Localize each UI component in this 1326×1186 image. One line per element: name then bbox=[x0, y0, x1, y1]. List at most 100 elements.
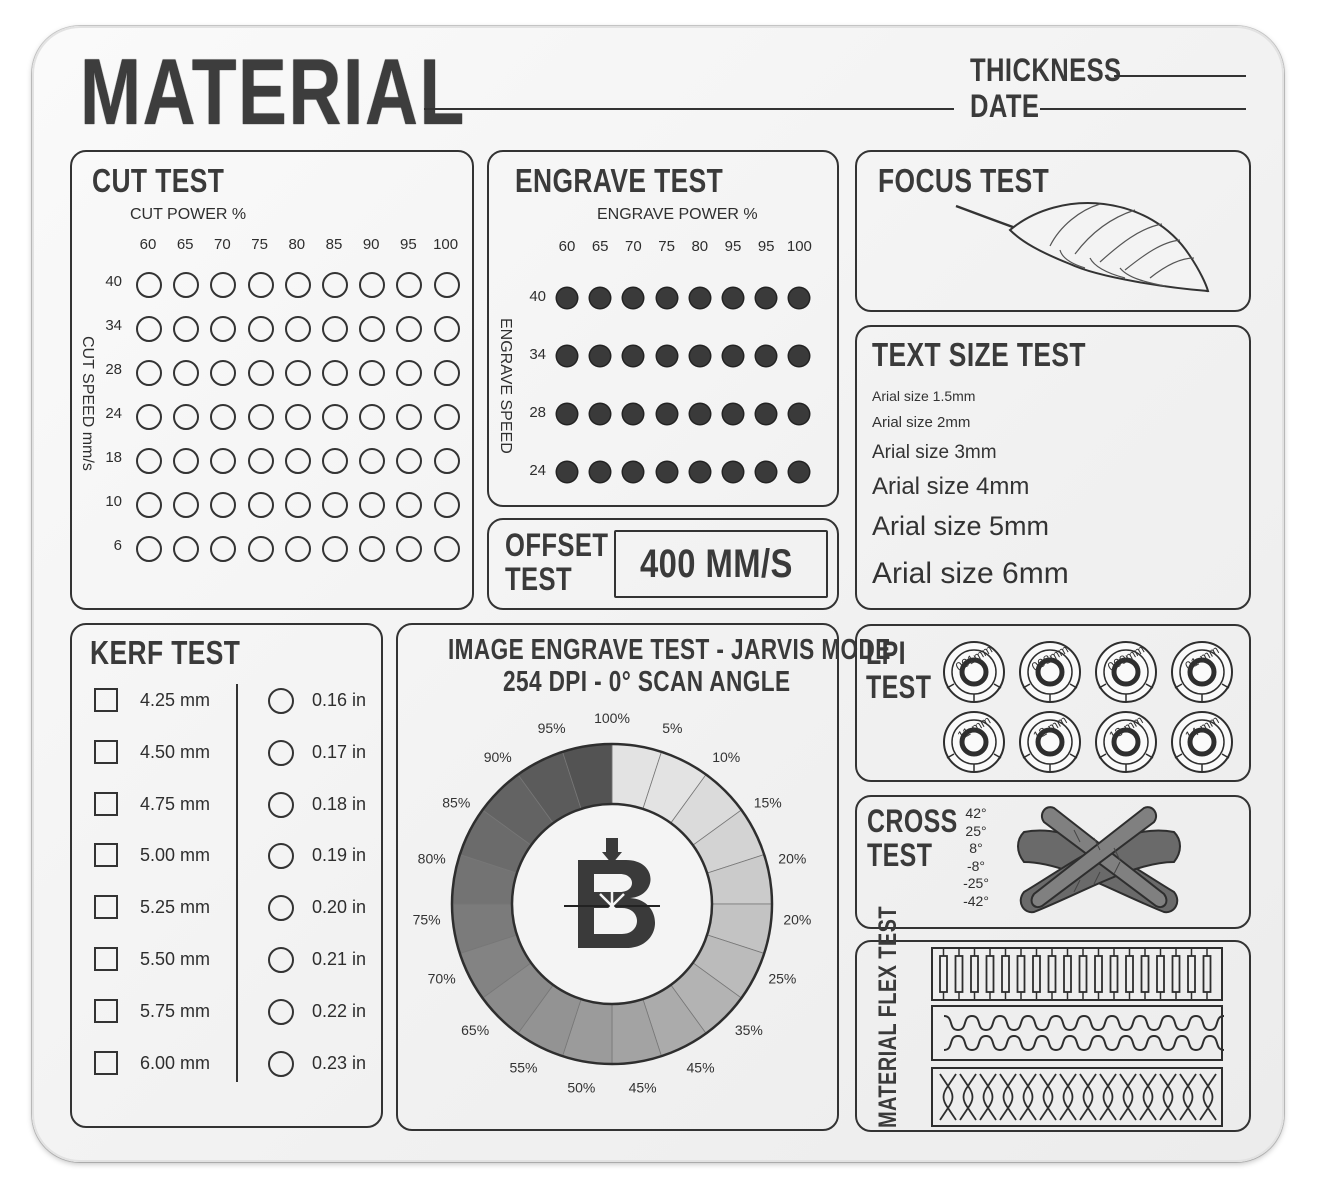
kerf-circle bbox=[268, 1050, 294, 1077]
engrave-test-dot bbox=[689, 404, 710, 424]
text-size-test-panel bbox=[855, 325, 1251, 610]
engrave-power-tick: 95 bbox=[757, 238, 775, 255]
engrave-test-dot bbox=[723, 404, 743, 424]
cut-speed-tick: 10 bbox=[105, 493, 122, 510]
kerf-divider bbox=[236, 684, 238, 1082]
engrave-test-dot bbox=[623, 346, 644, 366]
cut-test-circle bbox=[210, 272, 237, 298]
cross-angle-label: 42° bbox=[965, 805, 987, 821]
cut-test-circle bbox=[359, 272, 386, 298]
offset-test-title: OFFSET TEST bbox=[505, 528, 608, 596]
kerf-in-label: 0.17 in bbox=[312, 741, 367, 762]
engrave-speed-tick: 34 bbox=[529, 346, 546, 363]
cut-test-circle bbox=[247, 316, 274, 342]
cut-test-circle bbox=[359, 360, 386, 386]
cut-test-circle bbox=[433, 448, 460, 474]
ring-segment-label: 85% bbox=[442, 794, 470, 810]
flex-pattern bbox=[931, 947, 1223, 1001]
cut-power-tick: 85 bbox=[325, 236, 343, 253]
cut-test-circle bbox=[247, 404, 274, 430]
focus-test-panel bbox=[855, 150, 1251, 312]
engrave-power-tick: 100 bbox=[786, 238, 812, 255]
text-size-sample: Arial size 3mm bbox=[872, 442, 997, 463]
cut-power-tick: 100 bbox=[433, 236, 459, 253]
laser-b-logo-icon bbox=[564, 838, 660, 948]
ring-segment-label: 20% bbox=[783, 911, 811, 927]
kerf-mm-label: 5.50 mm bbox=[140, 949, 211, 969]
kerf-circle bbox=[268, 895, 294, 922]
kerf-circle bbox=[268, 947, 294, 973]
cut-test-circle bbox=[396, 316, 423, 342]
kerf-in-label: 0.19 in bbox=[312, 845, 367, 866]
cut-test-circle bbox=[284, 536, 311, 562]
engrave-speed-tick: 40 bbox=[529, 288, 546, 305]
engrave-test-title: ENGRAVE TEST bbox=[515, 162, 724, 199]
lpi-ring bbox=[1095, 711, 1157, 773]
engrave-test-dot bbox=[623, 462, 644, 482]
ring-segment-label: 5% bbox=[662, 720, 682, 736]
cut-speed-tick: 24 bbox=[105, 405, 122, 422]
kerf-circle bbox=[268, 688, 294, 714]
grayscale-ring: 100%5%10%15%20%20%25%35%45%45%50%55%65%7… bbox=[413, 710, 812, 1095]
engrave-test-dot bbox=[557, 346, 577, 366]
cut-test-circle bbox=[322, 360, 348, 386]
ring-segment-label: 65% bbox=[461, 1022, 489, 1038]
cut-power-tick: 70 bbox=[214, 236, 231, 253]
engrave-power-tick: 95 bbox=[724, 238, 742, 255]
ring-segment-label: 90% bbox=[484, 749, 512, 765]
kerf-in-label: 0.23 in bbox=[312, 1052, 367, 1073]
cut-test-circle bbox=[322, 272, 348, 298]
cut-test-circle bbox=[433, 272, 460, 298]
ring-segment-label: 25% bbox=[768, 971, 796, 987]
ring-segment-label: 70% bbox=[428, 971, 456, 987]
ring-segment-label: 100% bbox=[594, 710, 630, 726]
engrave-test-dot bbox=[756, 404, 777, 424]
kerf-in-label: 0.18 in bbox=[312, 793, 367, 814]
cut-power-tick: 75 bbox=[251, 236, 268, 253]
engrave-test-dot bbox=[656, 462, 677, 482]
cut-test-circle bbox=[173, 404, 200, 430]
cut-test-circle bbox=[247, 272, 274, 298]
engrave-test-dot bbox=[756, 346, 777, 366]
cut-test-circle bbox=[210, 536, 237, 562]
ring-segment-label: 45% bbox=[629, 1079, 657, 1095]
kerf-test-panel bbox=[70, 623, 383, 1128]
cut-test-circle bbox=[284, 492, 311, 518]
cut-test-circle bbox=[433, 316, 460, 342]
lpi-ring bbox=[1171, 641, 1233, 703]
thickness-label: THICKNESS bbox=[970, 52, 1122, 88]
text-size-sample: Arial size 1.5mm bbox=[872, 388, 976, 404]
cut-test-circle bbox=[322, 448, 348, 474]
cut-test-circle bbox=[359, 404, 386, 430]
engrave-test-dot bbox=[756, 462, 777, 482]
cross-title-line2: TEST bbox=[867, 837, 933, 873]
cut-test-circle bbox=[173, 272, 200, 298]
kerf-mm-label: 5.75 mm bbox=[140, 1000, 211, 1021]
ring-segment-label: 15% bbox=[754, 794, 782, 810]
cut-test-circle bbox=[433, 360, 460, 386]
kerf-mm-label: 5.00 mm bbox=[140, 845, 211, 866]
cross-title-line1: CROSS bbox=[867, 803, 958, 839]
ring-segment-label: 50% bbox=[567, 1079, 595, 1095]
cut-speed-tick: 6 bbox=[113, 537, 122, 554]
offset-title-line1: OFFSET bbox=[505, 527, 609, 563]
engrave-power-tick: 70 bbox=[625, 238, 642, 255]
cut-test-circle bbox=[359, 492, 386, 518]
kerf-square bbox=[94, 688, 118, 712]
engrave-test-dot bbox=[689, 346, 710, 366]
lpi-ring bbox=[943, 711, 1005, 773]
engrave-test-dot bbox=[789, 288, 810, 308]
offset-test-panel bbox=[487, 518, 839, 610]
kerf-test-title: KERF TEST bbox=[90, 634, 241, 671]
cut-test-circle bbox=[173, 316, 200, 342]
kerf-mm-label: 4.50 mm bbox=[140, 741, 211, 762]
cut-test-panel bbox=[70, 150, 474, 610]
engrave-test-dot bbox=[689, 288, 710, 308]
flex-pattern bbox=[931, 1005, 1225, 1061]
kerf-mm-label: 4.25 mm bbox=[140, 690, 211, 710]
cut-test-circle bbox=[396, 448, 423, 474]
offset-title-line2: TEST bbox=[505, 561, 573, 597]
cut-test-circle bbox=[284, 360, 311, 386]
engrave-test-dot bbox=[623, 288, 644, 308]
engrave-power-label: ENGRAVE POWER % bbox=[597, 206, 758, 223]
